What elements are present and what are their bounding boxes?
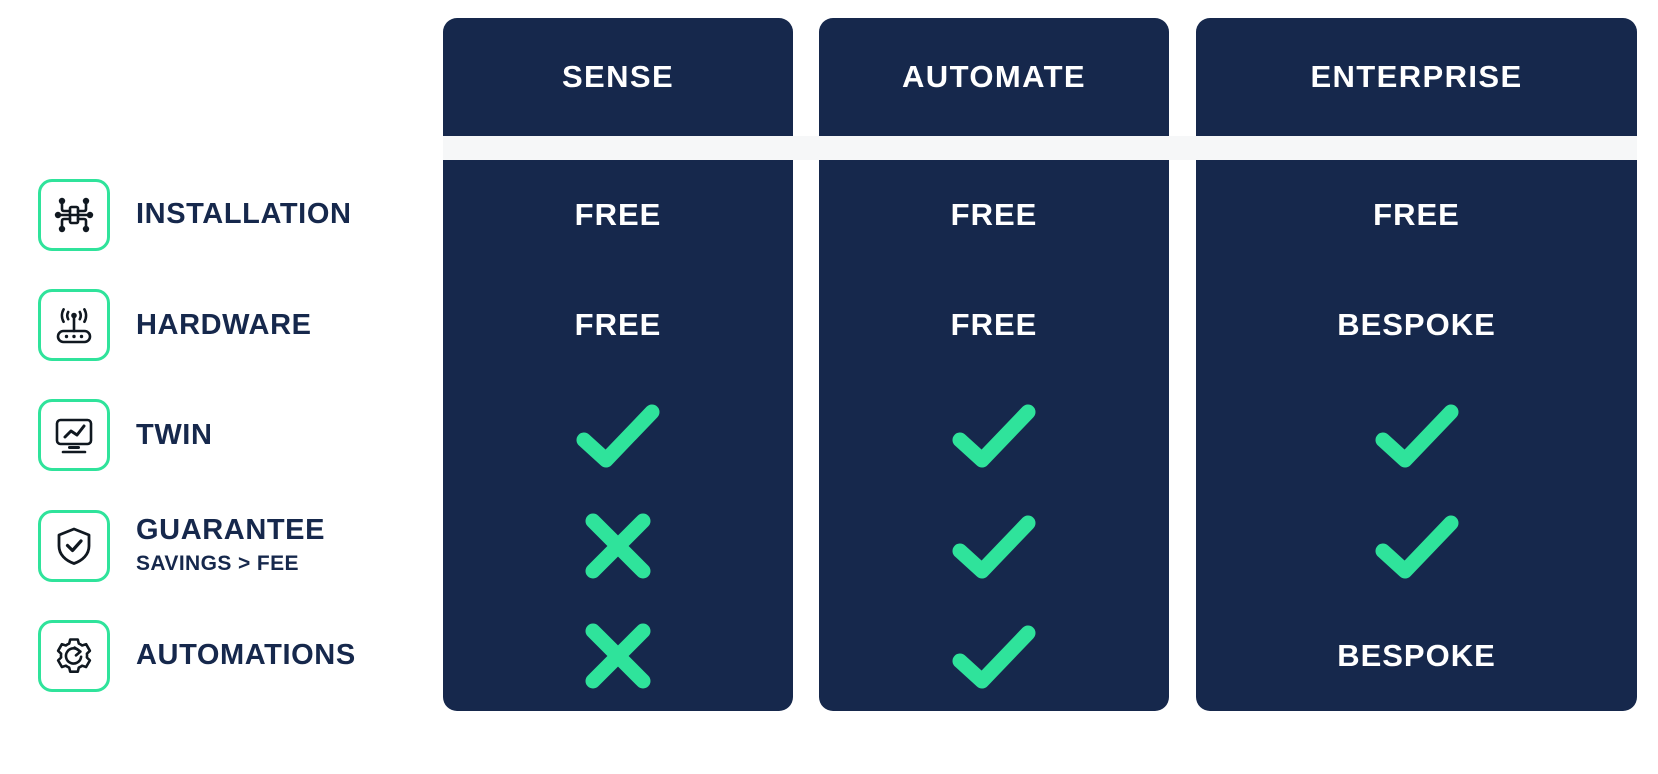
feature-title: TWIN: [136, 418, 213, 451]
cross-icon: [578, 506, 658, 586]
feature-row-installation: INSTALLATION: [38, 160, 352, 270]
cell-value: FREE: [574, 197, 662, 233]
monitor-chart-icon: [38, 399, 110, 472]
circuit-node-icon: [38, 179, 110, 252]
feature-title: AUTOMATIONS: [136, 639, 356, 672]
cross-icon: [578, 616, 658, 696]
gear-refresh-icon: [38, 619, 110, 692]
check-icon: [946, 396, 1042, 474]
cell-automations-sense: [443, 601, 793, 711]
column-body-automate: [819, 160, 1169, 711]
feature-subtitle: SAVINGS > FEE: [136, 551, 299, 575]
feature-text: GUARANTEE SAVINGS > FEE: [136, 515, 325, 576]
header-body-separator: [443, 136, 1637, 160]
wifi-router-icon: [38, 289, 110, 362]
column-header-label: AUTOMATE: [902, 59, 1086, 94]
cell-hardware-enterprise: BESPOKE: [1196, 270, 1637, 380]
feature-list: INSTALLATION HARDWAR: [0, 160, 443, 711]
check-icon: [946, 507, 1042, 585]
cell-value: BESPOKE: [1337, 307, 1496, 343]
cell-value: BESPOKE: [1337, 637, 1496, 673]
cell-value: FREE: [1373, 197, 1460, 233]
cell-hardware-automate: FREE: [819, 270, 1169, 380]
cell-guarantee-automate: [819, 491, 1169, 601]
cell-twin-enterprise: [1196, 380, 1637, 490]
feature-row-automations: AUTOMATIONS: [38, 601, 356, 711]
cell-guarantee-sense: [443, 491, 793, 601]
check-icon: [1369, 396, 1465, 474]
check-icon: [946, 617, 1042, 695]
column-header-automate[interactable]: AUTOMATE: [819, 18, 1169, 136]
feature-row-twin: TWIN: [38, 380, 213, 490]
cell-installation-automate: FREE: [819, 160, 1169, 270]
feature-text: HARDWARE: [136, 308, 312, 341]
feature-text: INSTALLATION: [136, 198, 352, 231]
cell-hardware-sense: FREE: [443, 270, 793, 380]
feature-title: HARDWARE: [136, 308, 312, 341]
cell-installation-enterprise: FREE: [1196, 160, 1637, 270]
check-icon: [1369, 507, 1465, 585]
shield-check-icon: [38, 509, 110, 582]
cell-installation-sense: FREE: [443, 160, 793, 270]
cell-twin-sense: [443, 380, 793, 490]
feature-row-guarantee: GUARANTEE SAVINGS > FEE: [38, 491, 325, 601]
cell-automations-automate: [819, 601, 1169, 711]
feature-title: INSTALLATION: [136, 198, 352, 231]
cell-automations-enterprise: BESPOKE: [1196, 601, 1637, 711]
column-header-sense[interactable]: SENSE: [443, 18, 793, 136]
cell-twin-automate: [819, 380, 1169, 490]
feature-text: AUTOMATIONS: [136, 639, 356, 672]
feature-row-hardware: HARDWARE: [38, 270, 312, 380]
cell-value: FREE: [950, 197, 1038, 233]
column-header-label: SENSE: [561, 59, 675, 94]
cell-guarantee-enterprise: [1196, 491, 1637, 601]
cell-value: FREE: [574, 307, 662, 343]
feature-text: TWIN: [136, 418, 213, 451]
feature-title: GUARANTEE: [136, 514, 326, 547]
cell-value: FREE: [950, 307, 1038, 343]
column-body-sense: [443, 160, 793, 711]
column-header-enterprise[interactable]: ENTERPRISE: [1196, 18, 1637, 136]
check-icon: [570, 396, 666, 474]
column-body-enterprise: [1196, 160, 1637, 711]
column-header-label: ENTERPRISE: [1310, 59, 1523, 94]
